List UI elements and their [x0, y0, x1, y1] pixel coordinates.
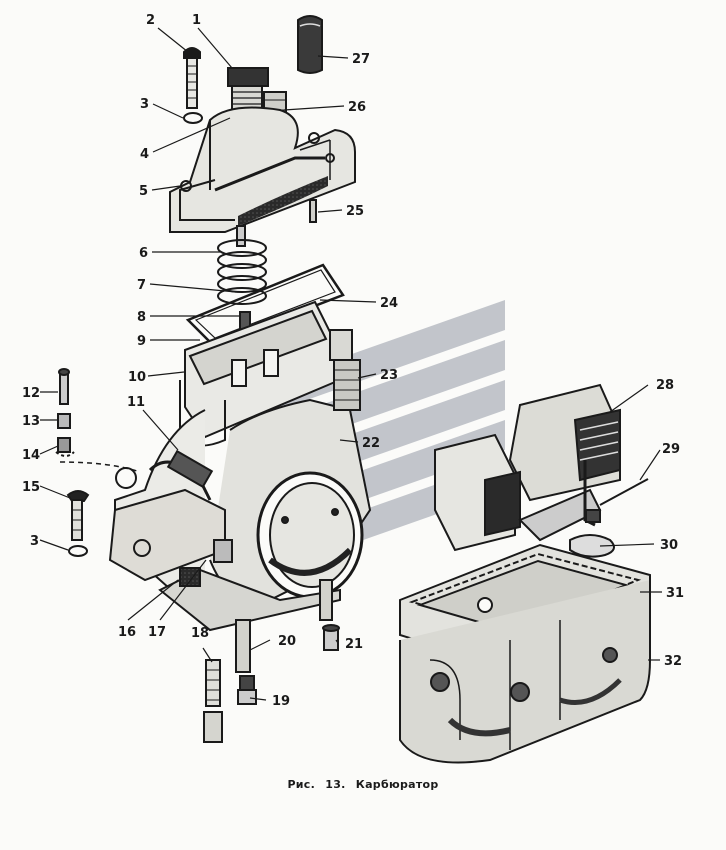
callout-13: 13	[22, 414, 40, 429]
figure-caption: Рис. 13. Карбюратор	[0, 778, 726, 791]
callout-19: 19	[272, 694, 290, 709]
callout-7: 7	[137, 278, 146, 293]
caption-number: 13.	[325, 778, 346, 791]
callout-4: 4	[140, 147, 149, 162]
callout-8: 8	[137, 310, 146, 325]
carburetor-body	[108, 300, 372, 673]
callout-labels: 1 2 3 4 5 6 7 8 9 10 11 12 13 14 15 3 16…	[22, 13, 684, 709]
callout-16: 16	[118, 625, 136, 640]
callout-9: 9	[137, 334, 146, 349]
float-chamber	[399, 543, 651, 764]
callout-27: 27	[352, 52, 370, 67]
callout-22: 22	[362, 436, 380, 451]
callout-20: 20	[278, 634, 296, 649]
jets-lower	[203, 624, 340, 743]
callout-26: 26	[348, 100, 366, 115]
callout-5: 5	[139, 184, 148, 199]
callout-12: 12	[22, 386, 40, 401]
caption-title: Карбюратор	[355, 778, 439, 791]
caption-prefix: Рис.	[287, 778, 316, 791]
leader-lines	[39, 27, 662, 701]
callout-29: 29	[662, 442, 680, 457]
callout-28: 28	[656, 378, 674, 393]
callout-31: 31	[666, 586, 684, 601]
spring-and-gasket	[185, 225, 345, 347]
callout-2: 2	[146, 13, 155, 28]
callout-21: 21	[345, 637, 363, 652]
callout-18: 18	[191, 626, 209, 641]
carburetor-cover	[169, 15, 356, 233]
callout-23: 23	[380, 368, 398, 383]
callout-15: 15	[22, 480, 40, 495]
callout-3b: 3	[30, 534, 39, 549]
float-assembly	[434, 383, 649, 558]
callout-10: 10	[128, 370, 146, 385]
callout-30: 30	[660, 538, 678, 553]
callout-14: 14	[22, 448, 40, 463]
callout-3: 3	[140, 97, 149, 112]
callout-32: 32	[664, 654, 682, 669]
callout-11: 11	[127, 395, 145, 410]
small-parts-left	[55, 368, 141, 557]
callout-24: 24	[380, 296, 398, 311]
callout-1: 1	[192, 13, 201, 28]
callout-25: 25	[346, 204, 364, 219]
callout-17: 17	[148, 625, 166, 640]
callout-6: 6	[139, 246, 148, 261]
